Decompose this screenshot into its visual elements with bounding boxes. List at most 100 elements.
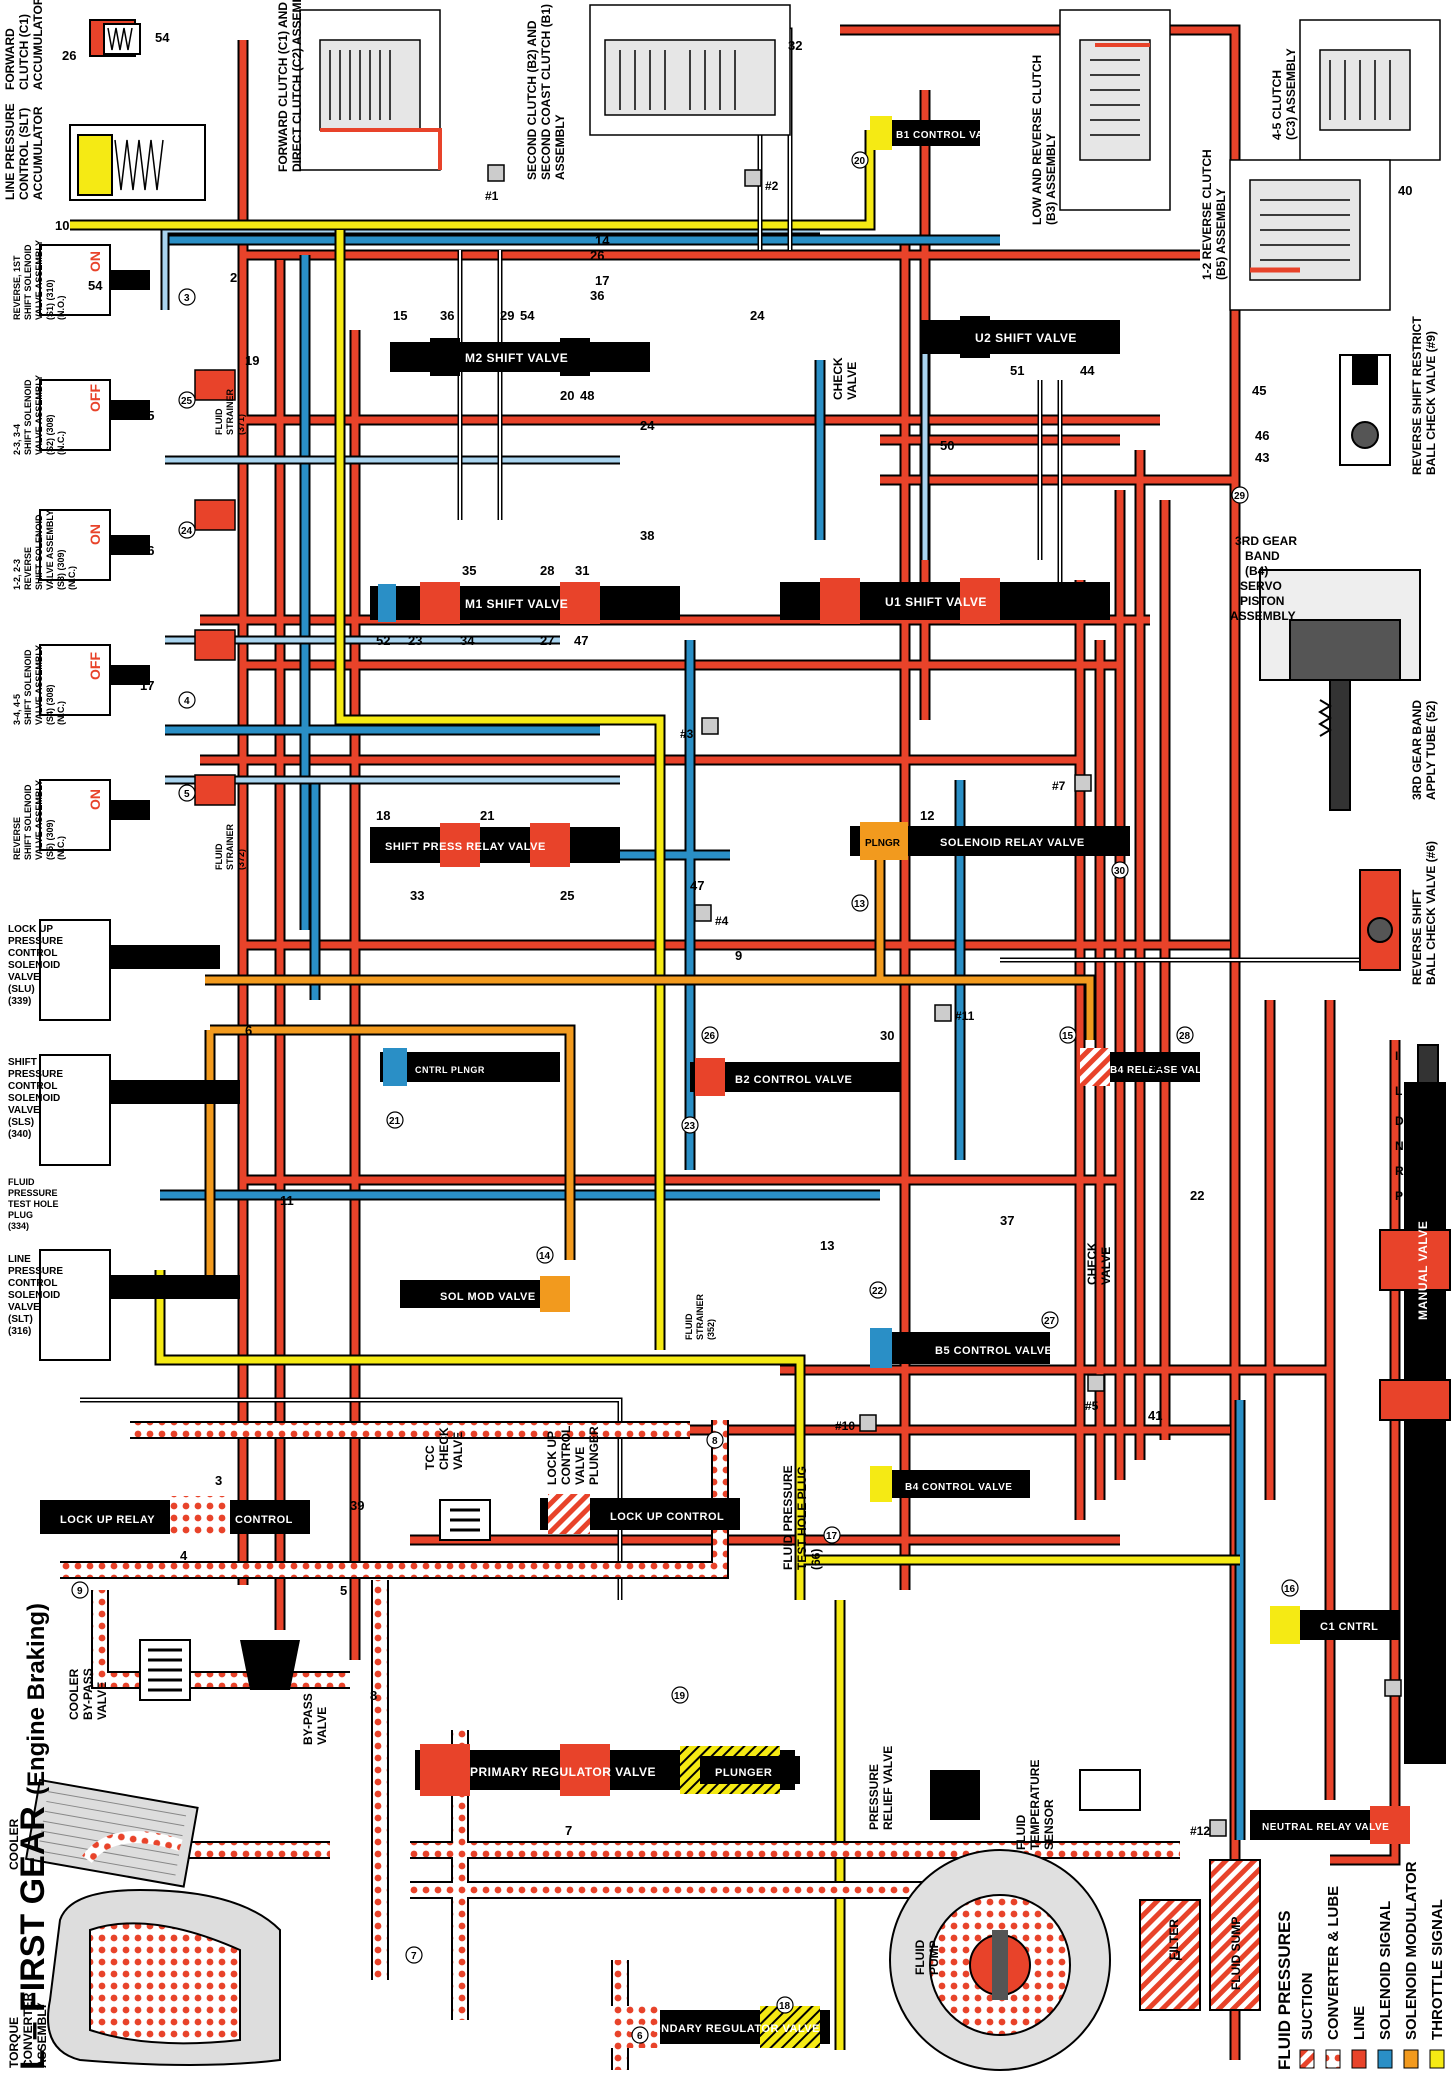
slu-body (39, 919, 111, 1021)
s2-label-2: SHIFT SOLENOID (23, 379, 33, 455)
circled-3: 3 (184, 293, 190, 304)
circled-25: 25 (181, 396, 193, 407)
shift-press-relay-valve (370, 827, 620, 863)
b1-control-label: B1 CONTROL VALVE (896, 130, 1003, 141)
passage-number: 15 (393, 308, 407, 323)
plug334-label-3: TEST HOLE (8, 1199, 59, 1209)
passage-numbers: 26 54 10 14 2 26 17 36 15 19 54 36 29 54… (55, 30, 1412, 1963)
neutral-relay-label: NEUTRAL RELAY VALVE (1262, 1822, 1389, 1833)
check-ball-3: #3 (680, 727, 694, 741)
solenoid-s3-plunger (110, 535, 150, 555)
legend-heading: FLUID PRESSURES (1275, 1910, 1294, 2070)
passage-number: 35 (462, 563, 476, 578)
slu-label-5: VALVE (8, 972, 40, 983)
sls-label-7: (340) (8, 1129, 31, 1140)
s5-label-2: SHIFT SOLENOID (23, 784, 33, 860)
sls-plunger (110, 1080, 240, 1104)
s3-label-3: SHIFT SOLENOID (34, 514, 44, 590)
slt-label-6: (SLT) (8, 1314, 33, 1325)
bypass-valve-label-1: BY-PASS (301, 1693, 315, 1745)
passage-number: 50 (940, 438, 954, 453)
check-ball-7: #7 (1052, 779, 1066, 793)
filter (1139, 1899, 1201, 2011)
strainer-2 (194, 499, 236, 531)
circled-30: 30 (1114, 866, 1126, 877)
passage-number: 22 (1190, 1188, 1204, 1203)
s5-label-5: (N.C.) (56, 836, 66, 860)
passage-number: 33 (410, 888, 424, 903)
fluid-temperature-sensor (1079, 1769, 1141, 1811)
passage-number: 24 (750, 308, 765, 323)
plug334-label-1: FLUID (8, 1177, 35, 1187)
servo-label-2: BAND (1245, 549, 1280, 563)
clutch45-label-2: (C3) ASSEMBLY (1284, 48, 1298, 140)
passage-number: 36 (590, 288, 604, 303)
s3-label-6: (N.C.) (67, 566, 77, 590)
strainer-1 (194, 369, 236, 401)
passage-number: 44 (1080, 363, 1095, 378)
fluid-sump (1209, 1859, 1261, 2011)
check-balls: #1 #2 #3 #4 #5 #7 #8 #10 #11 #12 (485, 164, 1418, 1838)
s4-label-1: 3-4, 4-5 (12, 694, 22, 725)
slt-label-1: LINE (8, 1254, 31, 1265)
slt-label-3: CONTROL (8, 1278, 57, 1289)
strainer-label-4a: FLUID (214, 843, 224, 870)
passage-number: 9 (735, 948, 742, 963)
passage-number: 1 (1175, 1948, 1182, 1963)
circled-29: 29 (1234, 491, 1246, 502)
plug334-label-2: PRESSURE (8, 1188, 58, 1198)
circuit-lines (60, 24, 1401, 2070)
passage-number: 28 (540, 563, 554, 578)
slt-body (39, 1249, 111, 1361)
second-clutch-label-3: ASSEMBLY (553, 114, 567, 180)
passage-number: 54 (520, 308, 535, 323)
passage-number: 47 (574, 633, 588, 648)
passage-number: 26 (590, 248, 604, 263)
solenoid-s5-plunger (110, 800, 150, 820)
solenoid-s5 (39, 779, 111, 851)
passage-number: 46 (1255, 428, 1269, 443)
slu-label-1: LOCK UP (8, 924, 53, 935)
u2-shift-valve-label: U2 SHIFT VALVE (975, 331, 1077, 345)
passage-number: 41 (1148, 1408, 1162, 1423)
top-assemblies (69, 4, 1441, 311)
slt-plunger (110, 1275, 240, 1299)
legend: FLUID PRESSURES SUCTION CONVERTER & LUBE… (1275, 1861, 1446, 2070)
tc-label-3: ASSEMBLY (35, 2002, 49, 2068)
sump-label: FLUID SUMP (1229, 1917, 1243, 1990)
circled-20: 20 (854, 156, 866, 167)
passage-number: 52 (376, 633, 390, 648)
sls-label-2: PRESSURE (8, 1069, 63, 1080)
relief-label-1: PRESSURE (867, 1764, 881, 1830)
circled-28: 28 (1179, 1031, 1191, 1042)
strainer352-c: (352) (706, 1319, 716, 1340)
primary-reg-label: PRIMARY REGULATOR VALVE (470, 1765, 656, 1779)
spool-valves: M2 SHIFT VALVE U2 SHIFT VALVE M1 SHIFT V… (40, 116, 1410, 2048)
lockup-control-label: LOCK UP CONTROL (610, 1511, 724, 1523)
manual-valve (1379, 1044, 1451, 1764)
s1-label-3: VALVE ASSEMBLY (34, 240, 44, 320)
passage-number: 29 (500, 308, 514, 323)
check-ball-11: #11 (955, 1009, 975, 1023)
cooler-label: COOLER (7, 1818, 21, 1870)
legend-swatch-throttle (1429, 2049, 1445, 2069)
third-gear-servo (1259, 569, 1421, 811)
s3-label-2: REVERSE (23, 547, 33, 590)
check-ball-5: #5 (1085, 1399, 1099, 1413)
passage-number: 34 (460, 633, 475, 648)
temp-label-2: TEMPERATURE (1028, 1760, 1042, 1850)
solenoid-s3 (39, 509, 111, 581)
s4-state: OFF (87, 652, 103, 680)
tcc-label-3: VALVE (451, 1432, 465, 1470)
luplunger-label-4: PLUNGER (587, 1426, 601, 1485)
passage-number: 24 (640, 418, 655, 433)
slu-label-2: PRESSURE (8, 936, 63, 947)
legend-item-throttle: THROTTLE SIGNAL (1429, 1899, 1446, 2040)
strainer-label-4b: STRAINER (225, 823, 235, 870)
s3-state: ON (87, 524, 103, 545)
strainer-3 (194, 629, 236, 661)
pump-label-2: PUMP (927, 1940, 941, 1975)
servo-label-5: PISTON (1240, 594, 1284, 608)
circled-5: 5 (184, 789, 190, 800)
s1-label-4: (S1) (310) (45, 279, 55, 320)
